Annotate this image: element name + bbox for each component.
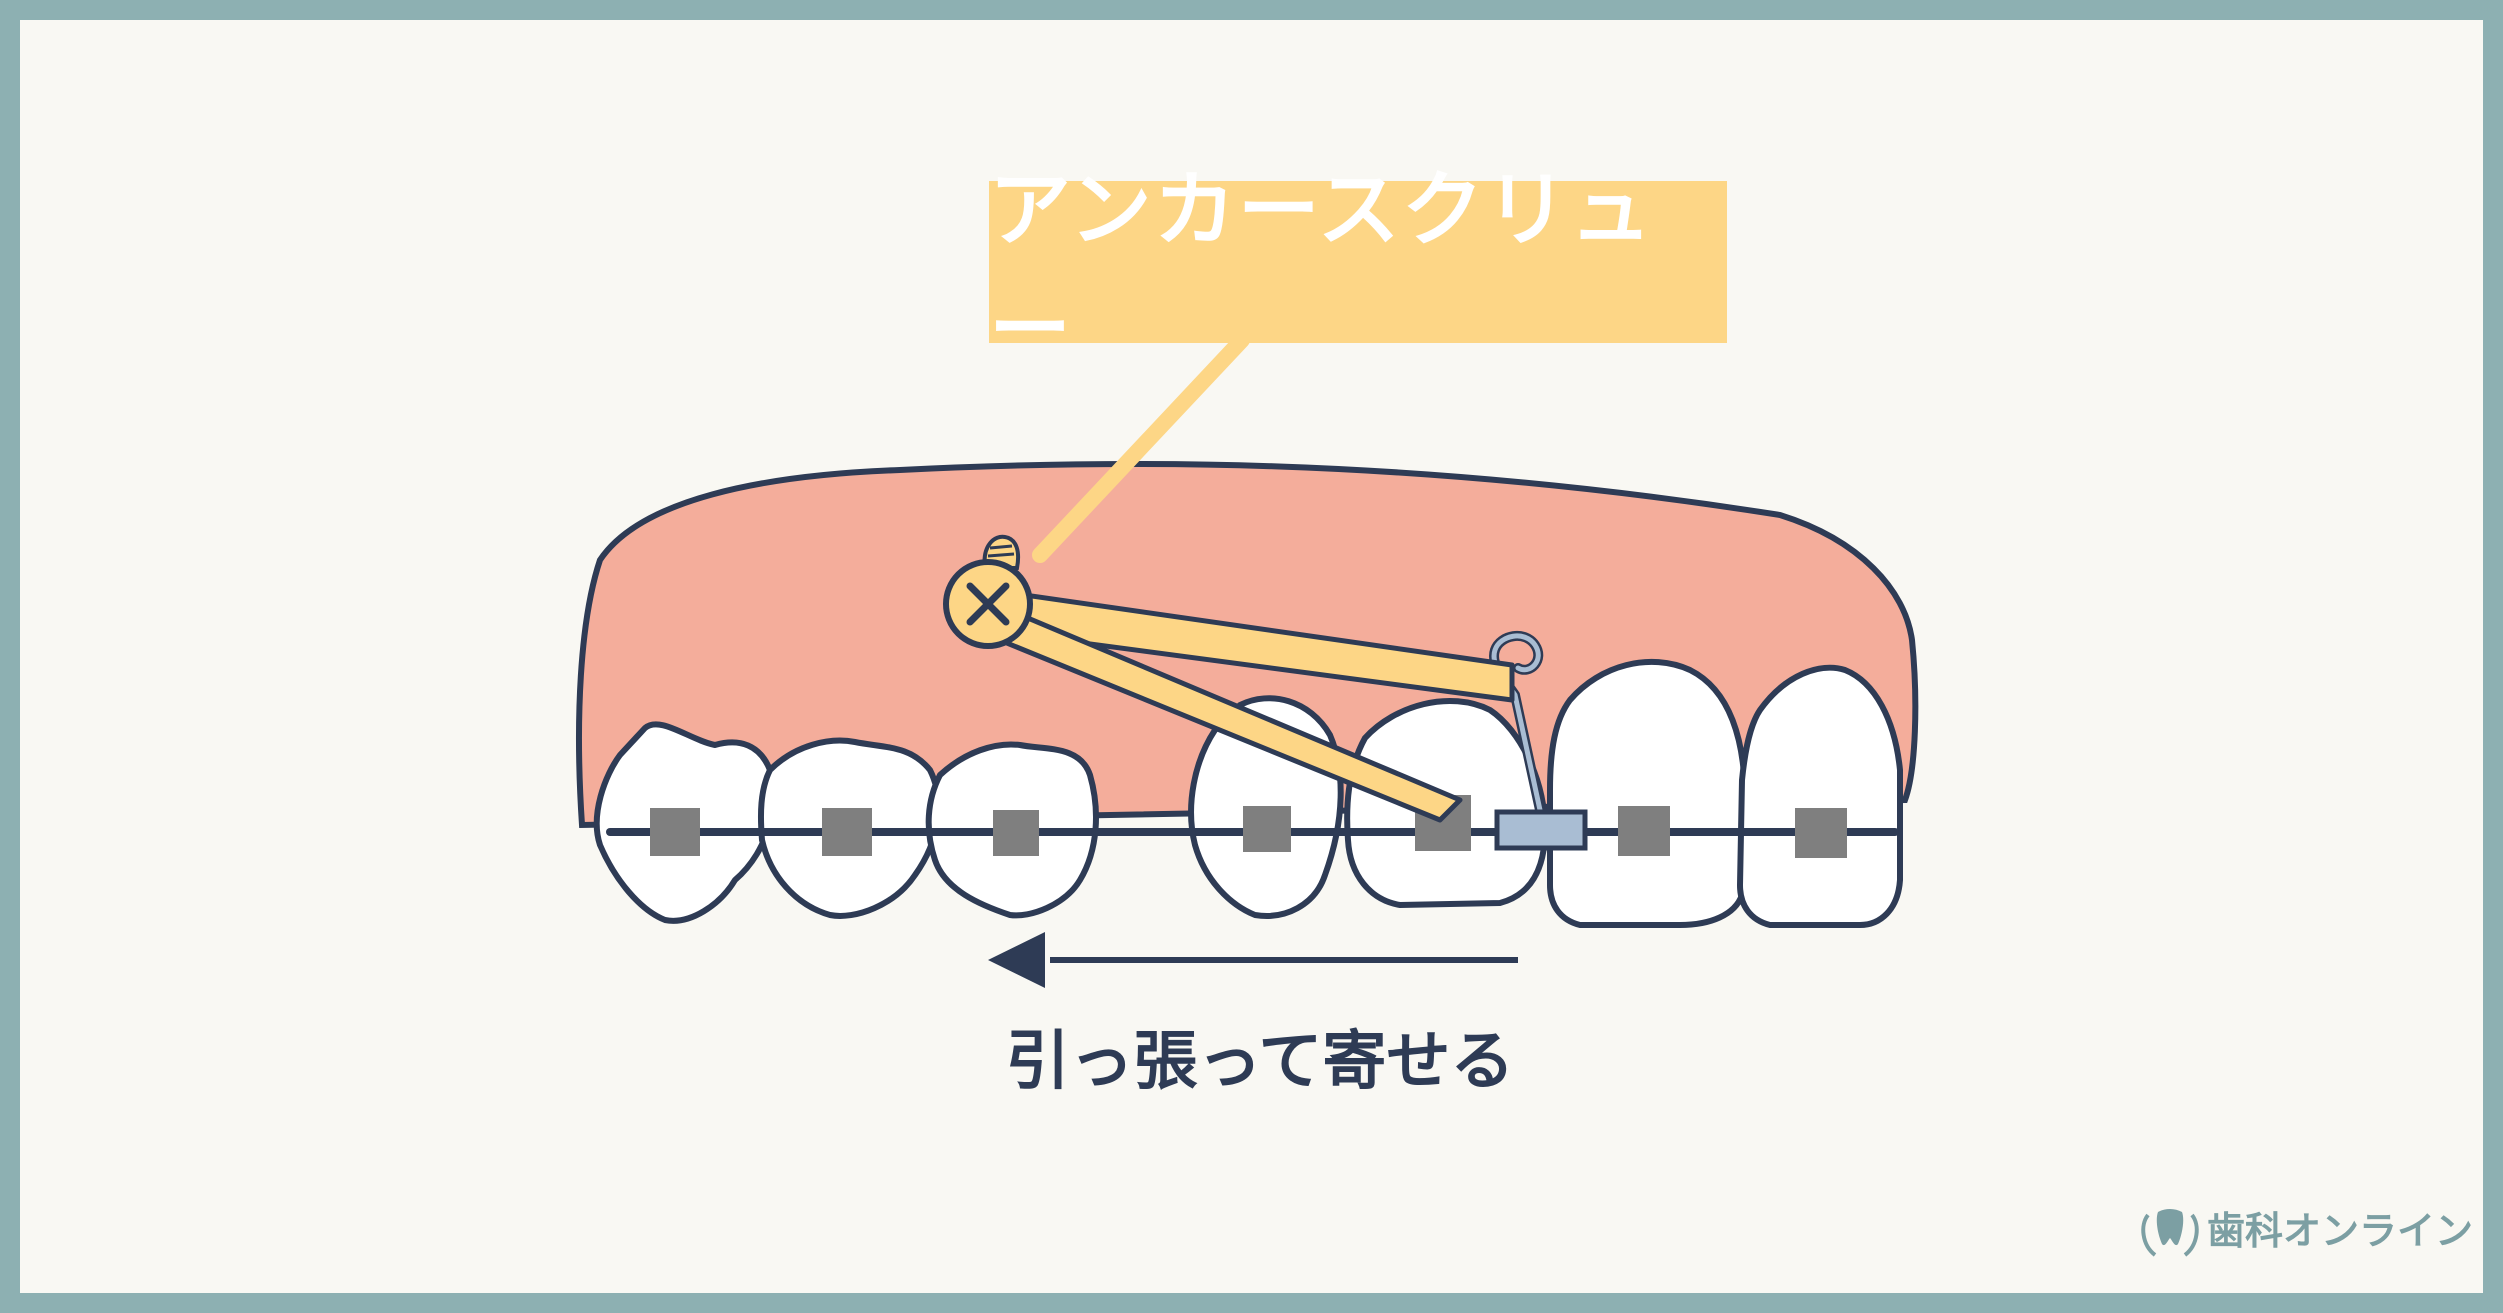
pull-direction-arrow bbox=[988, 932, 1518, 988]
bracket-4 bbox=[1243, 806, 1291, 852]
logo-text: 歯科オンライン bbox=[2207, 1209, 2474, 1253]
anchor-screw-label-text: アンカースクリュー bbox=[989, 163, 1654, 377]
leader-line bbox=[1032, 332, 1250, 563]
bracket-2 bbox=[822, 808, 872, 856]
anchor-screw-icon bbox=[943, 534, 1033, 649]
brackets bbox=[650, 795, 1847, 858]
bracket-3 bbox=[993, 810, 1039, 856]
anchor-screw-label: アンカースクリュー bbox=[989, 163, 1727, 377]
bracket-1 bbox=[650, 808, 700, 856]
tooth-laurel-icon bbox=[2141, 1209, 2199, 1257]
tooth-7 bbox=[1737, 664, 1903, 928]
site-logo: 歯科オンライン bbox=[2145, 1200, 2473, 1255]
hook-tube bbox=[1494, 809, 1588, 851]
bracket-7 bbox=[1795, 808, 1847, 858]
pull-caption: 引っ張って寄せる bbox=[1005, 1025, 1515, 1099]
tooth-6 bbox=[1547, 659, 1748, 928]
bracket-6 bbox=[1618, 806, 1670, 856]
